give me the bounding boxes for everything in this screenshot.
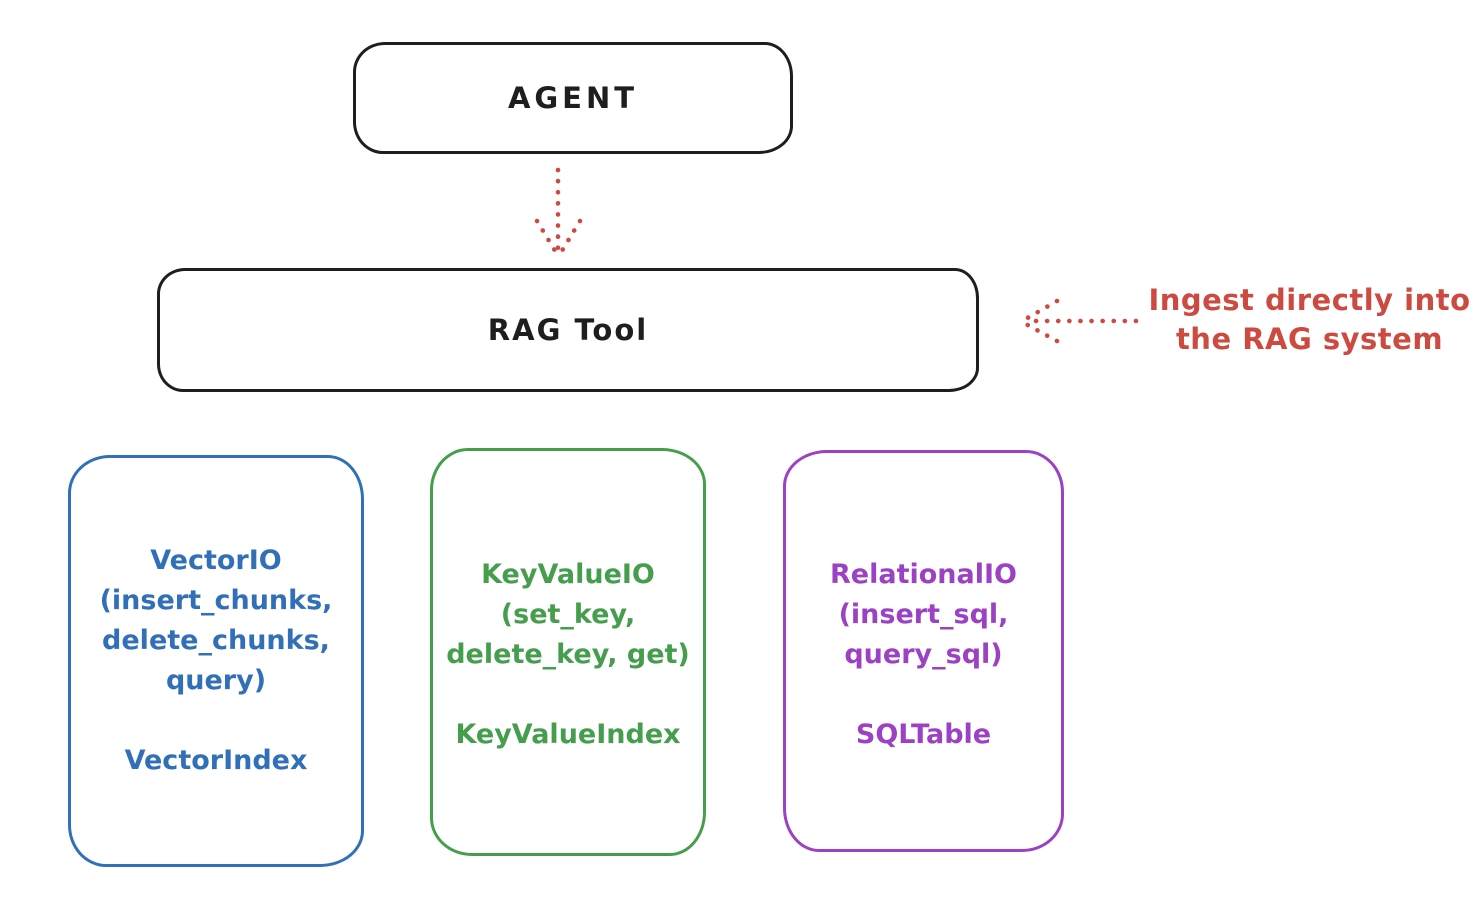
vector-io-spacer [71,701,361,741]
vector-io-node: VectorIO (insert_chunks, delete_chunks, … [68,455,364,867]
keyvalue-io-methods-line2: delete_key, get) [446,639,690,670]
relational-io-methods-line2: query_sql) [844,639,1003,670]
ingest-annotation: Ingest directly into the RAG system [1135,281,1484,359]
rag-tool-label: RAG Tool [487,313,649,347]
keyvalue-index-label: KeyValueIndex [455,719,681,750]
arrow-annotation-to-rag-tool-icon [1021,298,1139,344]
vector-io-methods-line1: (insert_chunks, [99,585,333,616]
ingest-annotation-line2: the RAG system [1175,322,1444,356]
sql-table-label: SQLTable [855,719,992,750]
keyvalue-io-spacer [433,675,703,715]
agent-node: AGENT [353,42,793,154]
relational-io-spacer [786,675,1061,715]
keyvalue-io-node: KeyValueIO (set_key, delete_key, get) Ke… [430,448,706,856]
ingest-annotation-line1: Ingest directly into [1148,283,1471,317]
rag-tool-node: RAG Tool [157,268,979,392]
vector-io-title: VectorIO [150,545,282,576]
relational-io-node: RelationalIO (insert_sql, query_sql) SQL… [783,450,1064,852]
vector-io-methods-line2: delete_chunks, [102,625,330,656]
arrow-agent-to-rag-tool-icon [534,167,583,257]
keyvalue-io-title: KeyValueIO [481,559,655,590]
relational-io-title: RelationalIO [830,559,1017,590]
agent-label: AGENT [507,81,639,115]
keyvalue-io-methods-line1: (set_key, [500,599,636,630]
vector-io-methods-line3: query) [165,665,267,696]
vector-index-label: VectorIndex [124,745,308,776]
relational-io-methods-line1: (insert_sql, [838,599,1009,630]
